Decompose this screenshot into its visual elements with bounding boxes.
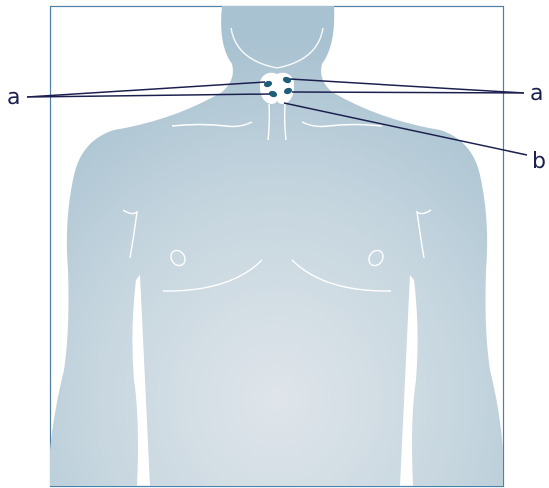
label-a-left: a xyxy=(7,85,20,110)
callout-line-a-right-lower xyxy=(292,92,524,93)
label-a-right: a xyxy=(530,81,543,106)
label-b: b xyxy=(532,149,546,174)
